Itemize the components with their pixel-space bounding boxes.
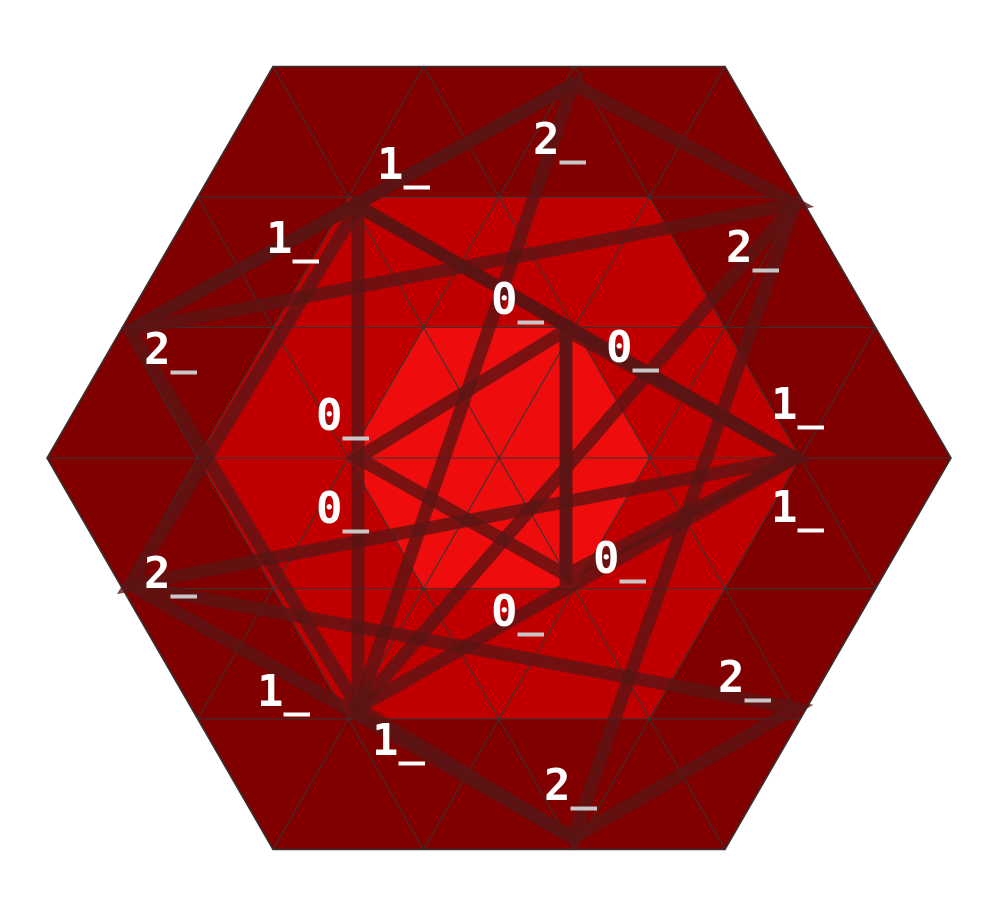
label-cursor: _ [753, 222, 780, 273]
label-cursor: _ [171, 324, 198, 375]
tile-label-1: 1_ [771, 482, 825, 533]
tiles-layer [46, 65, 952, 851]
label-digit: 0 [491, 586, 518, 637]
label-cursor: _ [171, 548, 198, 599]
label-digit: 2 [533, 114, 560, 165]
label-cursor: _ [343, 483, 370, 534]
label-cursor: _ [404, 139, 431, 190]
tile-label-0: 0_ [593, 533, 647, 584]
tile-label-2: 2_ [726, 222, 780, 273]
label-cursor: _ [343, 390, 370, 441]
tile-label-2: 2_ [544, 760, 598, 811]
label-digit: 1 [266, 213, 293, 264]
label-digit: 2 [718, 652, 745, 703]
label-cursor: _ [798, 379, 825, 430]
tile-label-0: 0_ [491, 586, 545, 637]
label-digit: 1 [771, 379, 798, 430]
label-digit: 2 [726, 222, 753, 273]
label-cursor: _ [293, 213, 320, 264]
tile-label-1: 1_ [377, 139, 431, 190]
tile-label-1: 1_ [266, 213, 320, 264]
tile-label-2: 2_ [144, 548, 198, 599]
paths-layer [116, 70, 815, 848]
label-digit: 1 [377, 139, 404, 190]
label-cursor: _ [399, 715, 426, 766]
label-cursor: _ [518, 274, 545, 325]
tile-label-2: 2_ [144, 324, 198, 375]
tile-label-2: 2_ [533, 114, 587, 165]
outer-hexagon-outline [46, 65, 952, 851]
tile-label-0: 0_ [316, 483, 370, 534]
label-cursor: _ [798, 482, 825, 533]
label-digit: 2 [544, 760, 571, 811]
label-digit: 0 [491, 274, 518, 325]
label-cursor: _ [284, 666, 311, 717]
overlay-path-7 [559, 318, 809, 586]
label-digit: 2 [144, 548, 171, 599]
label-cursor: _ [518, 586, 545, 637]
tile-label-1: 1_ [372, 715, 426, 766]
label-digit: 1 [372, 715, 399, 766]
label-digit: 0 [606, 322, 633, 373]
label-cursor: _ [633, 322, 660, 373]
tile-label-2: 2_ [718, 652, 772, 703]
label-cursor: _ [571, 760, 598, 811]
label-digit: 1 [771, 482, 798, 533]
label-cursor: _ [560, 114, 587, 165]
tile-label-0: 0_ [606, 322, 660, 373]
label-digit: 1 [257, 666, 284, 717]
label-digit: 0 [593, 533, 620, 584]
overlay-path-5 [126, 578, 814, 846]
label-cursor: _ [620, 533, 647, 584]
tile-label-1: 1_ [257, 666, 311, 717]
tile-label-0: 0_ [316, 390, 370, 441]
tile-label-1: 1_ [771, 379, 825, 430]
label-digit: 0 [316, 483, 343, 534]
label-cursor: _ [745, 652, 772, 703]
labels-layer: 0_ 0_ 0_ 0_ 0_ 0_ 1_ 1_ 1_ 1_ 1_ 1_ 2_ 2… [144, 114, 825, 811]
label-digit: 2 [144, 324, 171, 375]
label-digit: 0 [316, 390, 343, 441]
tile-label-0: 0_ [491, 274, 545, 325]
